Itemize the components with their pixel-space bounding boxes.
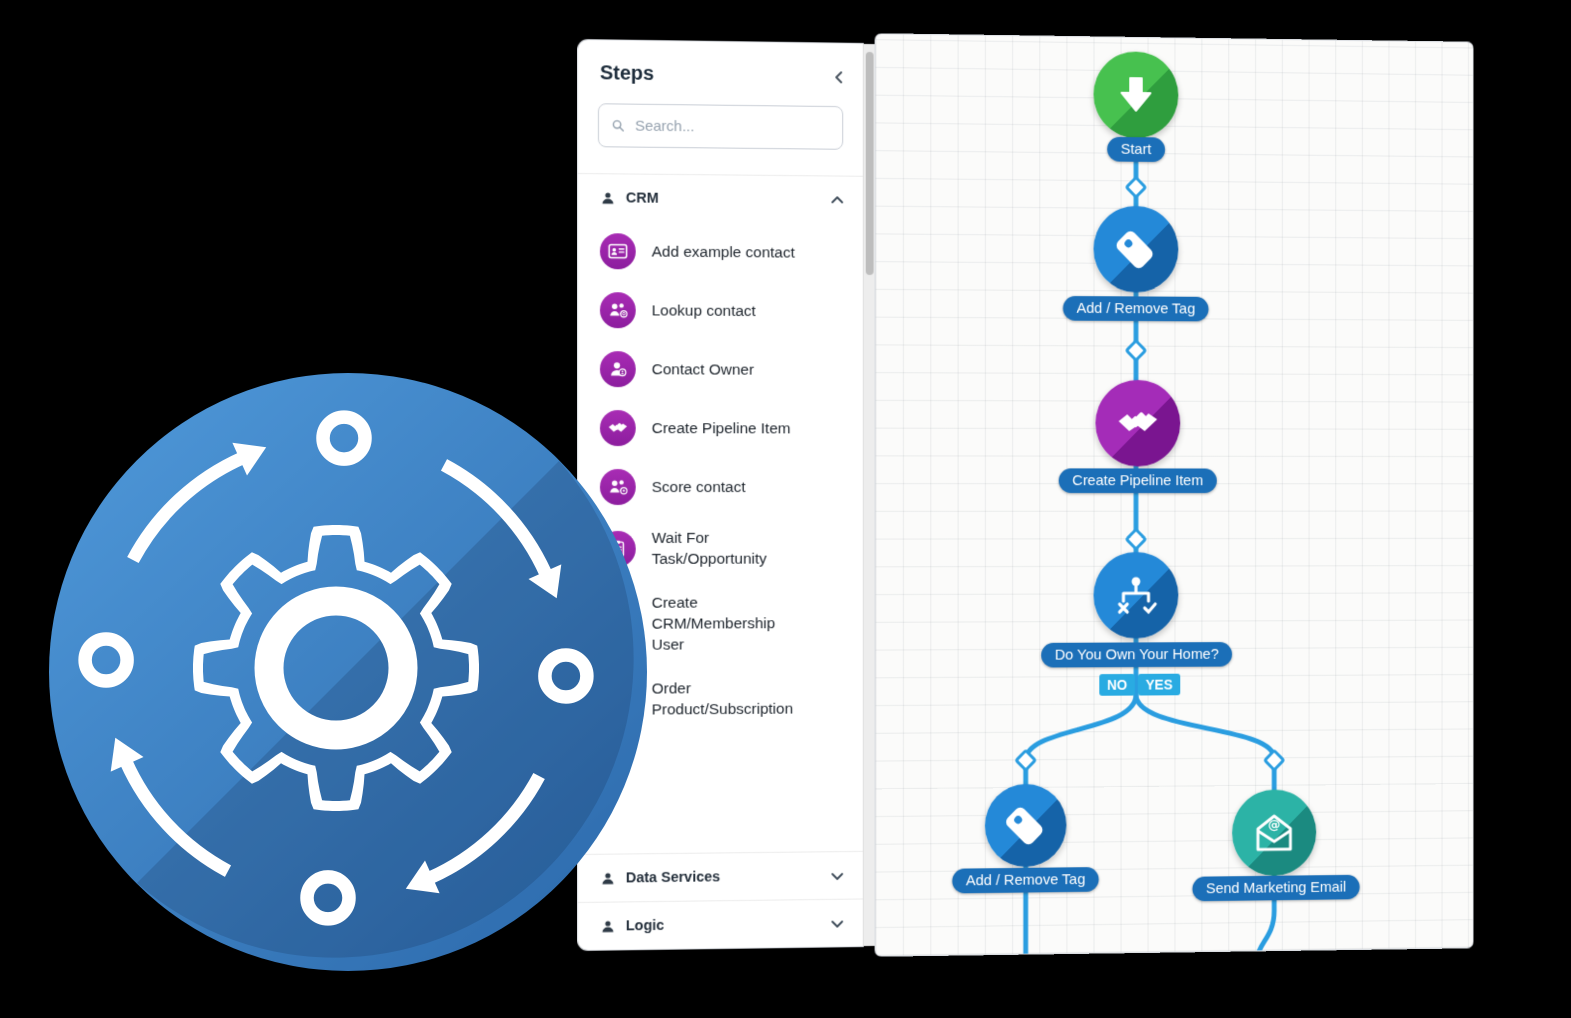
- node-label-send-marketing-email: Send Marketing Email: [1192, 874, 1360, 902]
- step-item-lookup-contact[interactable]: Lookup contact: [599, 292, 849, 329]
- step-item-label: Lookup contact: [651, 301, 756, 320]
- node-send-marketing-email[interactable]: @: [1232, 789, 1317, 877]
- connector-diamond: [1265, 751, 1284, 770]
- step-item-label: Create CRM/Membership User: [651, 594, 776, 654]
- node-decision[interactable]: [1093, 551, 1179, 639]
- collapse-sidebar-button[interactable]: [831, 69, 847, 85]
- search-input[interactable]: [632, 116, 831, 138]
- hero-circle: [49, 373, 647, 971]
- handshake-icon: [599, 410, 636, 447]
- step-item-label: Order Product/Subscription: [651, 680, 794, 719]
- connector-diamond: [1126, 178, 1145, 197]
- step-item-label: Contact Owner: [651, 360, 755, 379]
- person-icon: [602, 921, 615, 934]
- node-label-decision: Do You Own Your Home?: [1041, 642, 1233, 668]
- person-icon: [602, 192, 615, 205]
- section-data-services-header[interactable]: Data Services: [578, 850, 863, 902]
- tag-icon: [1114, 228, 1156, 271]
- connector-diamond: [1126, 530, 1145, 549]
- section-logic-header[interactable]: Logic: [578, 898, 863, 950]
- node-add-remove-tag[interactable]: [1093, 205, 1179, 293]
- chevron-up-icon: [829, 192, 845, 208]
- sidebar-title: Steps: [599, 62, 655, 85]
- arrow-down-icon: [1113, 71, 1159, 119]
- branch-yes-badge: YES: [1137, 673, 1181, 696]
- step-item-add-example-contact[interactable]: Add example contact: [599, 233, 849, 271]
- chevron-down-icon: [829, 868, 845, 884]
- sidebar-header: Steps: [578, 40, 863, 98]
- step-item-label: Wait For Task/Opportunity: [651, 529, 767, 568]
- automation-gear-icon: [49, 373, 647, 971]
- people-group-icon: [599, 292, 636, 329]
- branch-icon: [1113, 577, 1159, 619]
- workflow-connectors: [876, 34, 1473, 956]
- node-label-add-remove-tag: Add / Remove Tag: [1062, 295, 1209, 322]
- branch-no-badge: NO: [1099, 673, 1136, 696]
- node-add-remove-tag-2[interactable]: [984, 783, 1067, 868]
- chevron-down-icon: [829, 916, 845, 932]
- person-icon: [602, 873, 615, 886]
- workflow-canvas[interactable]: Start Add / Remove Tag: [875, 34, 1473, 956]
- workflow-builder-window: Steps CRM: [578, 30, 1473, 960]
- connector-diamond: [1126, 341, 1145, 360]
- step-item-label: Score contact: [651, 478, 746, 496]
- svg-text:@: @: [1268, 818, 1280, 833]
- handshake-icon: [1118, 411, 1158, 432]
- person-badge-icon: [599, 351, 636, 388]
- step-item-contact-owner[interactable]: Contact Owner: [599, 351, 849, 388]
- section-label: CRM: [625, 190, 659, 207]
- search-icon: [613, 120, 625, 132]
- node-label-add-remove-tag-2: Add / Remove Tag: [952, 867, 1099, 894]
- scrollbar-thumb[interactable]: [865, 51, 874, 275]
- node-create-pipeline-item[interactable]: [1095, 379, 1181, 467]
- node-start[interactable]: [1093, 51, 1179, 139]
- tag-icon: [1003, 805, 1045, 847]
- contact-card-icon: [599, 233, 636, 270]
- step-item-create-pipeline-item[interactable]: Create Pipeline Item: [599, 410, 849, 447]
- decision-branches: NO YES: [1099, 673, 1181, 696]
- connector-diamond: [1016, 751, 1035, 771]
- sidebar-scrollbar[interactable]: [862, 43, 876, 947]
- node-label-create-pipeline-item: Create Pipeline Item: [1058, 468, 1217, 494]
- people-group-icon: [599, 469, 636, 505]
- step-item-score-contact[interactable]: Score contact: [599, 469, 849, 505]
- step-item-label: Add example contact: [651, 243, 795, 262]
- email-at-icon: @: [1251, 809, 1297, 856]
- section-crm-header[interactable]: CRM: [578, 174, 863, 223]
- search-box[interactable]: [597, 103, 844, 150]
- step-item-label: Create Pipeline Item: [651, 419, 791, 437]
- node-label-start: Start: [1107, 136, 1165, 163]
- chevron-left-icon: [831, 69, 847, 85]
